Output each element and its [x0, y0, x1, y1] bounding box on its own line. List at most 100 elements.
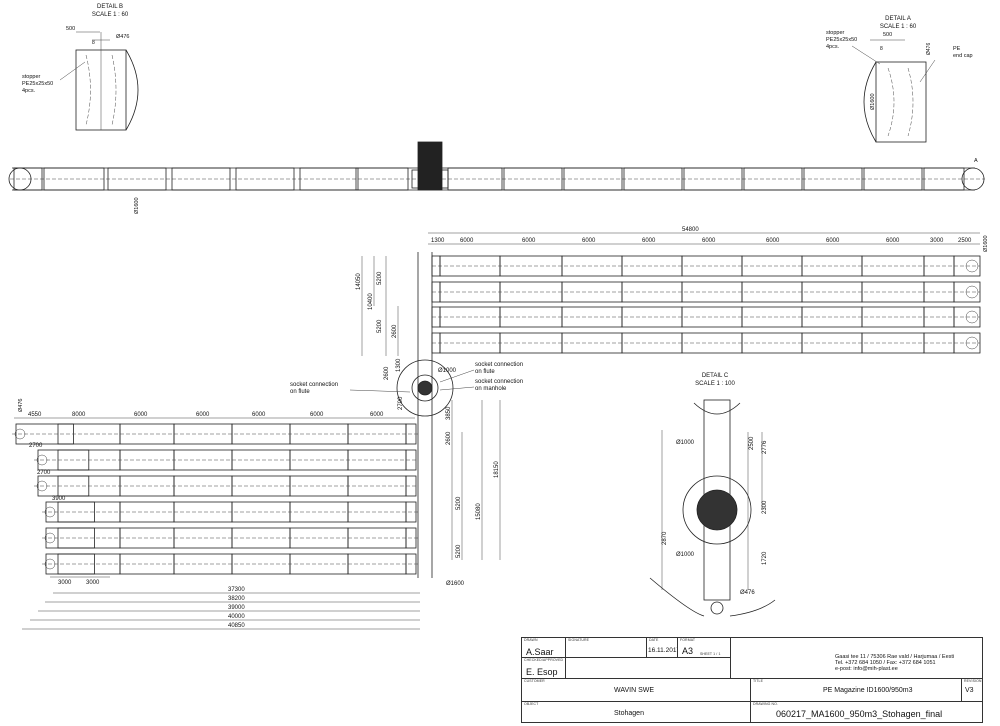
plan-top-segment-label: 6000	[886, 238, 900, 244]
plan-manhole-dia: Ø1000	[438, 368, 457, 374]
tb-date-cell: DATE 16.11.2017	[646, 637, 681, 658]
detail-c-dim-2: 2500	[749, 436, 755, 450]
detail-c-dim-7: 1720	[762, 551, 768, 565]
detail-c-dim-3: 2776	[762, 440, 768, 454]
tb-date: 16.11.2017	[648, 647, 681, 654]
plan-label-flute-left-1: socket connection	[290, 382, 338, 388]
plan-total-dim: 37300	[228, 587, 245, 593]
plan-bottom-left-dia: Ø476	[18, 399, 24, 412]
detail-a-dim-500: 500	[883, 32, 892, 38]
tb-sheet: SHEET 1 / 1	[700, 652, 721, 656]
plan-bottom-left-3000b: 3000	[86, 580, 100, 586]
plan-right-dim-5: 5200	[456, 496, 462, 510]
plan-bottom-segment-label: 6000	[370, 412, 384, 418]
tb-address-cell: Gaasi tee 11 / 75306 Rae vald / Harjumaa…	[730, 637, 983, 679]
detail-a-title: DETAIL A	[885, 16, 911, 22]
detail-a-dim-476: Ø476	[926, 43, 932, 55]
plan-bottom-segment-label: 6000	[252, 412, 266, 418]
plan-total-dim: 38200	[228, 596, 245, 602]
detail-a: DETAIL A SCALE 1 : 60 500 8 Ø1600 Ø476 s…	[826, 16, 973, 143]
plan-left-dim-1: 14050	[356, 273, 362, 290]
detail-b-note-1: stopper	[22, 74, 41, 80]
plan-right-dim-4: 15080	[476, 503, 482, 520]
plan-left-dim-2: 5200	[377, 271, 383, 285]
elevation-segment	[171, 167, 231, 191]
elevation-segment	[803, 167, 863, 191]
elevation-segment	[683, 167, 743, 191]
tb-drawn-cell: DRAWN A.Saar	[521, 637, 566, 658]
plan-top-segment-label: 6000	[702, 238, 716, 244]
tb-format-label: FORMAT	[680, 638, 696, 642]
plan-label-manhole-2: on manhole	[475, 386, 507, 392]
tb-object-label: OBJECT	[524, 702, 539, 706]
tb-checked-label: CHECKED/APPROVED	[524, 658, 564, 662]
plan-left-dim-7: 1300	[396, 358, 402, 372]
tb-title-cell: TITLE PE Magazine ID1600/950m3	[750, 678, 962, 702]
elevation-segment	[923, 167, 965, 191]
tb-checked: E. Esop	[526, 667, 558, 677]
tb-revision-cell: REVISION V3	[961, 678, 983, 702]
plan-top-segment-label: 6000	[582, 238, 596, 244]
plan-total-dim: 39000	[228, 605, 245, 611]
plan-right-dim-1: 3850	[446, 406, 452, 420]
plan-left-dim-8: 2700	[398, 396, 404, 410]
detail-c-dim-6: 2870	[662, 531, 668, 545]
detail-c: DETAIL C SCALE 1 : 100 Ø1000 2500 2776 Ø…	[649, 373, 776, 617]
plan-label-flute-right-1: socket connection	[475, 362, 523, 368]
tb-object-cell: OBJECT Stohagen	[521, 701, 751, 723]
plan-right-dim-2: 2600	[446, 431, 452, 445]
plan-left-dim-3: 10400	[368, 293, 374, 310]
tb-drawing-no-cell: DRAWING NO. 060217_MA1600_950m3_Stohagen…	[750, 701, 983, 723]
plan-total-dim: 40850	[228, 623, 245, 629]
detail-c-dim-5: 2300	[762, 500, 768, 514]
title-block: DRAWN A.Saar SIGNATURE DATE 16.11.2017 F…	[521, 637, 983, 723]
tb-address-1: Gaasi tee 11 / 75306 Rae vald / Harjumaa…	[835, 654, 955, 660]
tb-signature-cell-1: SIGNATURE	[565, 637, 647, 658]
plan-left-dim-6: 2600	[384, 366, 390, 380]
plan-bottom-segment-label: 6000	[134, 412, 148, 418]
tb-format: A3	[682, 646, 694, 656]
elevation-segment	[299, 167, 359, 191]
plan-label-manhole-1: socket connection	[475, 379, 523, 385]
detail-a-endcap-1: PE	[953, 46, 961, 52]
elevation-segment	[563, 167, 623, 191]
tb-address-2: Tel. +372 684 1050 / Fax: +372 684 1051	[835, 660, 936, 666]
tank-segment	[119, 475, 175, 497]
plan-label-flute-right-2: on flute	[475, 369, 495, 375]
plan-left-dim-5: 2600	[392, 324, 398, 338]
elevation-segment	[13, 167, 43, 191]
plan-bottom-segment-label: 4550	[28, 412, 42, 418]
detail-a-endcap-2: end cap	[953, 53, 973, 59]
elevation-segment	[355, 167, 409, 191]
tank-segment	[119, 449, 175, 471]
detail-a-note-1: stopper	[826, 30, 845, 36]
detail-b-dim-500: 500	[66, 26, 75, 32]
plan-left-dim-4: 5200	[377, 319, 383, 333]
detail-c-dim-8: Ø476	[740, 590, 755, 596]
plan-top-segment-label: 6000	[522, 238, 536, 244]
detail-a-dim-1600: Ø1600	[870, 93, 876, 110]
plan-label-flute-left-2: on flute	[290, 389, 310, 395]
elevation-diameter: Ø1600	[134, 197, 140, 214]
tb-signature-cell-2	[565, 657, 731, 679]
plan-right-dim-3: 18150	[494, 461, 500, 478]
detail-c-dim-1: Ø1000	[676, 440, 695, 446]
plan-top-total: 54800	[682, 227, 699, 233]
plan-bottom-segment-label: 6000	[196, 412, 210, 418]
plan-total-dim: 40000	[228, 614, 245, 620]
tb-customer-label: CUSTOMER	[524, 679, 545, 683]
plan-top-segment-label: 2500	[958, 238, 972, 244]
plan-bottom-left-3900: 3900	[52, 496, 66, 502]
detail-a-scale: SCALE 1 : 60	[880, 24, 917, 30]
plan-bottom-left-3000a: 3000	[58, 580, 72, 586]
detail-b-title: DETAIL B	[97, 4, 123, 10]
tb-date-label: DATE	[649, 638, 659, 642]
plan-top-segment-label: 3000	[930, 238, 944, 244]
detail-b-note-3: 4pcs.	[22, 88, 36, 94]
plan-top-segment-label: 1300	[431, 238, 445, 244]
elevation-view: Ø1600 A	[8, 141, 985, 214]
detail-b-note-2: PE25x25x50	[22, 81, 53, 87]
detail-a-note-3: 4pcs.	[826, 44, 840, 50]
plan-top-segment-label: 6000	[766, 238, 780, 244]
plan-bottom-dia: Ø1600	[446, 581, 465, 587]
